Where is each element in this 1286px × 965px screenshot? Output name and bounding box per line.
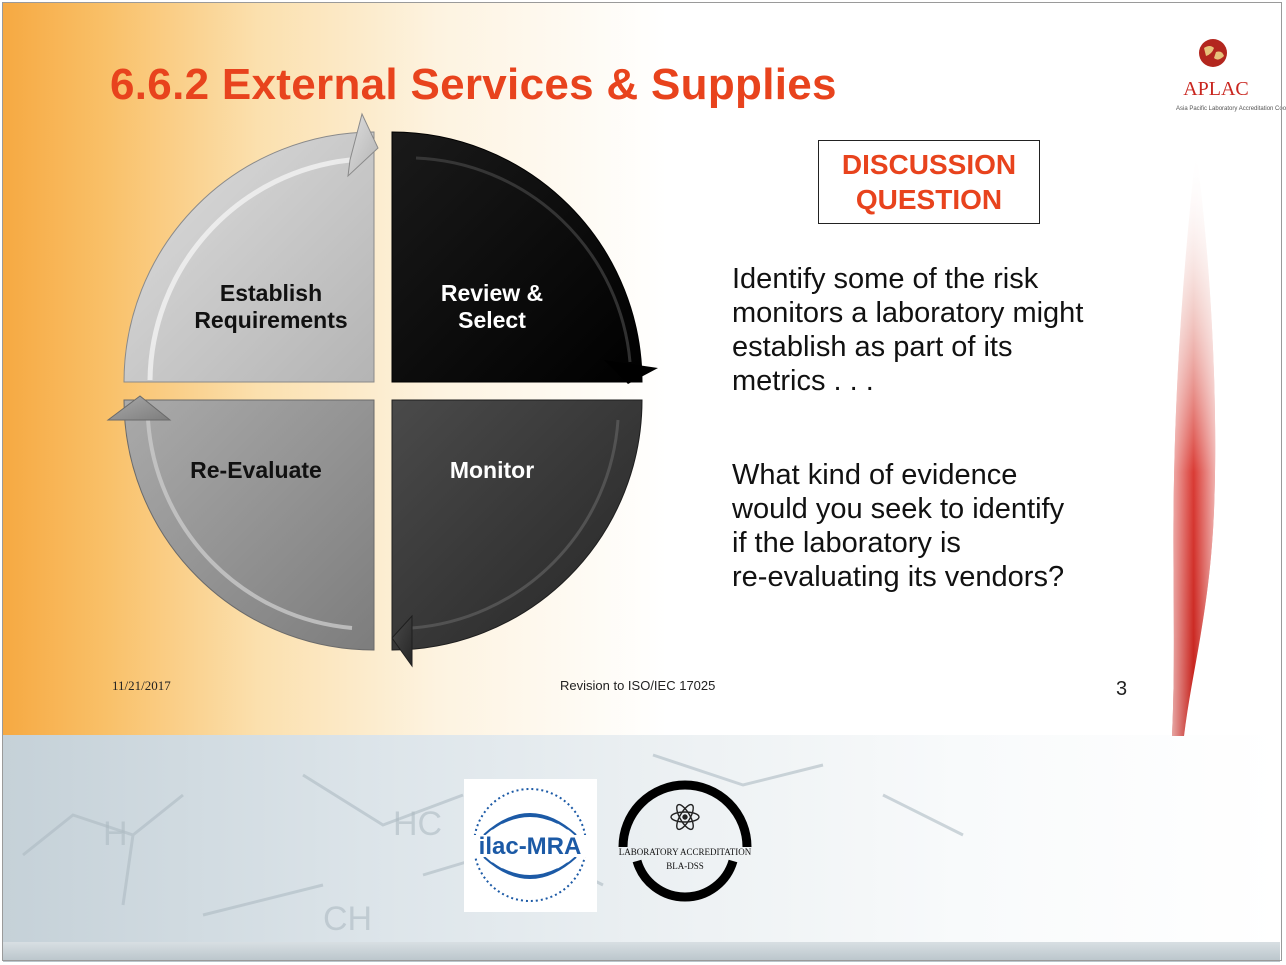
bottom-band — [3, 735, 1280, 961]
quadrant-monitor — [391, 399, 643, 668]
process-cycle-diagram — [106, 112, 658, 668]
aplac-logo: APLAC Asia Pacific Laboratory Accreditat… — [1176, 38, 1286, 118]
label-monitor: Monitor — [449, 457, 535, 483]
atom-icon — [670, 803, 700, 831]
bla-line-2: BLA-DSS — [666, 861, 704, 871]
bla-dss-emblem — [618, 780, 752, 902]
bottom-strip — [3, 942, 1280, 962]
red-flame-decoration — [1172, 150, 1216, 736]
aplac-name: APLAC — [1183, 78, 1249, 100]
slide-title: 6.6.2 External Services & Supplies — [110, 60, 837, 109]
footer-title: Revision to ISO/IEC 17025 — [560, 678, 716, 693]
aplac-tagline: Asia Pacific Laboratory Accreditation Co… — [1176, 106, 1286, 112]
discussion-heading: DISCUSSION QUESTION — [841, 149, 1017, 215]
label-establish-requirements: Establish Requirements — [194, 280, 348, 333]
footer-date: 11/21/2017 — [112, 678, 171, 693]
bla-dss-logo: LABORATORY ACCREDITATION BLA-DSS — [617, 779, 753, 915]
svg-text:HC: HC — [393, 805, 442, 843]
label-re-evaluate: Re-Evaluate — [190, 457, 322, 483]
bla-line-1: LABORATORY ACCREDITATION — [618, 847, 752, 857]
label-review-select: Review & Select — [440, 280, 544, 333]
question-evidence: What kind of evidence would you seek to … — [732, 459, 1065, 593]
discussion-question-box: DISCUSSION QUESTION — [818, 140, 1040, 224]
globe-icon — [1199, 39, 1227, 67]
ilac-mra-logo: ilac-MRA — [464, 779, 597, 912]
quadrant-review-select — [391, 131, 658, 384]
ilac-mra-text: ilac-MRA — [479, 833, 582, 860]
svg-text:H: H — [103, 815, 128, 853]
question-risk-monitors: Identify some of the risk monitors a lab… — [732, 263, 1084, 397]
page-number: 3 — [1116, 678, 1128, 700]
quadrant-re-evaluate — [106, 395, 375, 651]
ilac-mra-emblem: ilac-MRA — [470, 788, 591, 902]
svg-text:CH: CH — [323, 900, 372, 938]
quadrant-establish — [123, 112, 379, 383]
bla-text: LABORATORY ACCREDITATION BLA-DSS — [617, 845, 753, 873]
